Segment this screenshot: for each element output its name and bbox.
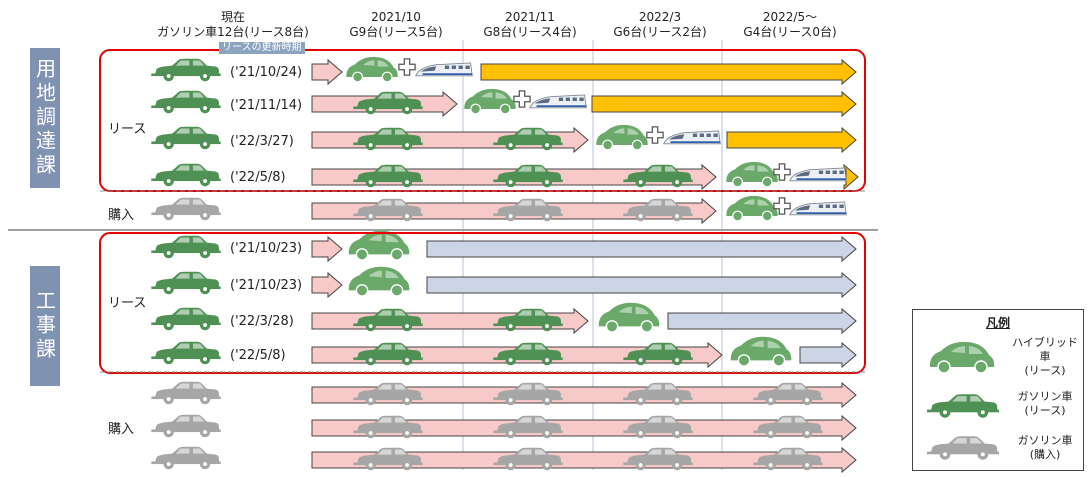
hybrid-car-construction-4 xyxy=(730,336,793,367)
lease-arrow-construction-2 xyxy=(311,271,343,299)
lease-arrow-land-1 xyxy=(311,58,343,86)
train-icon-land-3 xyxy=(663,130,721,145)
header-2022-3-line2: G6台(リース2台) xyxy=(613,25,707,39)
lease-car-construction-4 xyxy=(151,341,221,365)
header-2021-10-line1: 2021/10 xyxy=(371,10,421,24)
header-2021-11-line1: 2021/11 xyxy=(505,10,555,24)
purchase-arrow-construction-1 xyxy=(311,381,857,409)
lease-arrow-construction-1 xyxy=(311,235,343,263)
hybrid-car-construction-1 xyxy=(348,230,411,261)
lease-date-land-2: ('21/11/14) xyxy=(230,98,303,113)
header-2022-5-line2: G4台(リース0台) xyxy=(743,25,837,39)
label-lease-construction: リース xyxy=(108,296,147,311)
lease-car-construction-2 xyxy=(151,271,221,295)
train-icon-land-1 xyxy=(415,62,473,77)
hybrid-arrow-construction-4 xyxy=(799,341,857,369)
lease-car-land-2 xyxy=(151,90,221,114)
lease-car-construction-3 xyxy=(151,307,221,331)
purchase-car-construction-3 xyxy=(151,446,221,470)
header-2021-10: 2021/10 G9台(リース5台) xyxy=(336,10,456,40)
legend: 凡例 ハイブリッド車 (リース) ガソリン車 (リース) ガソリン車 (購入) xyxy=(912,309,1084,471)
label-purchase-land: 購入 xyxy=(108,208,135,223)
header-2022-3-line1: 2022/3 xyxy=(638,10,682,24)
legend-title: 凡例 xyxy=(985,316,1010,330)
lease-date-construction-2: ('21/10/23) xyxy=(230,278,303,293)
hybrid-car-land-3 xyxy=(595,124,649,151)
hybrid-car-icon xyxy=(929,341,995,374)
lease-date-land-1: ('21/10/24) xyxy=(230,65,303,80)
train-icon-land-5 xyxy=(789,201,847,216)
train-icon-land-2 xyxy=(529,94,587,109)
lease-car-construction-1 xyxy=(151,235,221,259)
legend-label-hybrid: ハイブリッド車 (リース) xyxy=(1012,336,1078,377)
hybrid-car-construction-3 xyxy=(598,302,661,333)
header-2021-10-line2: G9台(リース5台) xyxy=(349,25,443,39)
dept-construction: 工事課 xyxy=(30,266,60,386)
hybrid-arrow-land-1 xyxy=(480,58,857,86)
dept-land-acquisition: 用地調達課 xyxy=(30,48,60,188)
lease-car-land-3 xyxy=(151,126,221,150)
hybrid-arrow-construction-2 xyxy=(426,271,857,299)
header-2022-5: 2022/5～ G4台(リース0台) xyxy=(730,10,850,40)
lease-renewal-badge: リースの更新時期 xyxy=(219,42,305,54)
purchased-car-icon xyxy=(927,436,999,460)
lease-date-construction-4: ('22/5/8) xyxy=(230,348,286,363)
lease-date-land-3: ('22/3/27) xyxy=(230,134,294,149)
lease-date-construction-1: ('21/10/23) xyxy=(230,241,303,256)
train-icon-land-4 xyxy=(789,167,847,182)
hybrid-arrow-land-3 xyxy=(726,126,857,154)
plus-icon-land-1 xyxy=(398,58,416,76)
label-purchase-construction: 購入 xyxy=(108,422,135,437)
lease-date-construction-3: ('22/3/28) xyxy=(230,314,294,329)
header-current-line2: ガソリン車12台(リース8台) xyxy=(157,25,309,39)
plus-icon-land-2 xyxy=(513,90,531,108)
hybrid-arrow-construction-1 xyxy=(426,235,857,263)
header-current-line1: 現在 xyxy=(220,10,245,24)
hybrid-car-land-2 xyxy=(463,88,517,115)
header-current: 現在 ガソリン車12台(リース8台) xyxy=(153,10,313,40)
legend-label-gasoline-purchase: ガソリン車 (購入) xyxy=(1017,434,1073,461)
hybrid-car-construction-2 xyxy=(348,266,411,297)
hybrid-car-land-1 xyxy=(345,56,399,83)
label-lease-land: リース xyxy=(108,122,147,137)
purchase-car-construction-1 xyxy=(151,381,221,405)
lease-car-land-4 xyxy=(151,163,221,187)
header-2022-3: 2022/3 G6台(リース2台) xyxy=(600,10,720,40)
lease-car-land-1 xyxy=(151,58,221,82)
lease-frame-land xyxy=(99,49,866,192)
header-2022-5-line1: 2022/5～ xyxy=(762,10,818,24)
hybrid-arrow-land-2 xyxy=(591,90,857,118)
lease-frame-construction xyxy=(99,232,866,374)
hybrid-car-land-4 xyxy=(725,161,779,188)
header-2021-11-line2: G8台(リース4台) xyxy=(483,25,577,39)
purchase-arrow-construction-3 xyxy=(311,446,857,474)
purchase-car-construction-2 xyxy=(151,414,221,438)
gasoline-car-icon xyxy=(927,394,999,418)
purchase-car-land xyxy=(151,197,221,221)
purchase-arrow-construction-2 xyxy=(311,414,857,442)
plus-icon-land-3 xyxy=(646,126,664,144)
hybrid-arrow-construction-3 xyxy=(667,307,857,335)
lease-date-land-4: ('22/5/8) xyxy=(230,170,286,185)
legend-label-gasoline-lease: ガソリン車 (リース) xyxy=(1017,390,1073,417)
header-2021-11: 2021/11 G8台(リース4台) xyxy=(470,10,590,40)
hybrid-car-land-5 xyxy=(725,195,779,222)
